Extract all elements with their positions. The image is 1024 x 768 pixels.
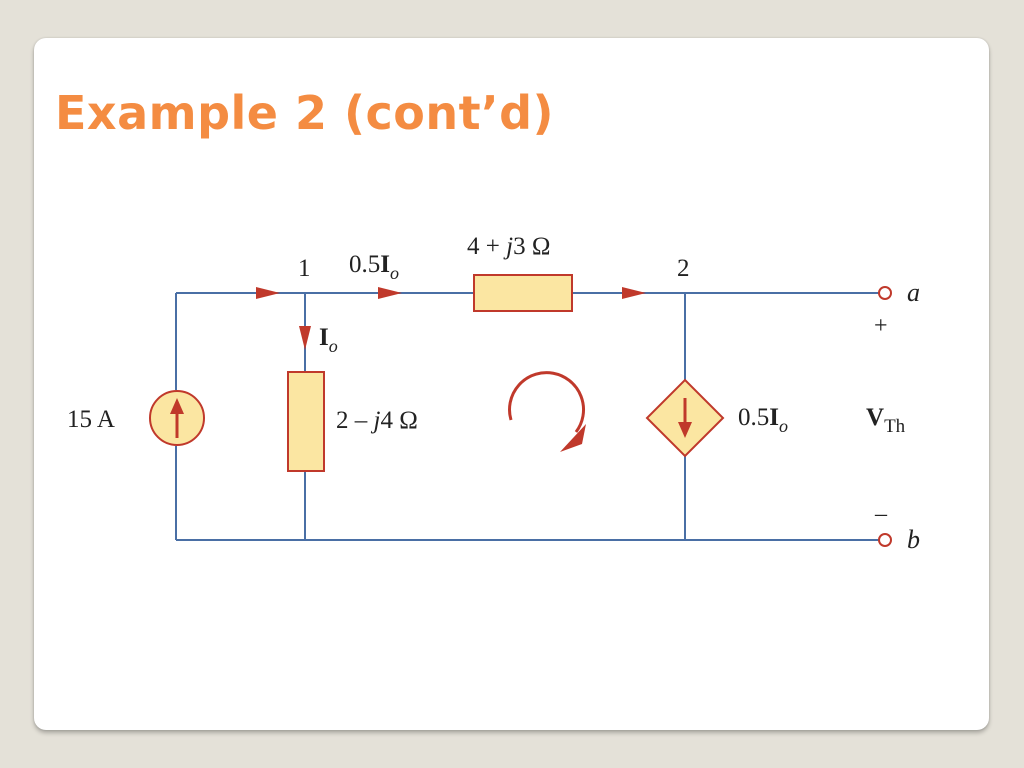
dependent-source-subscript: o <box>779 416 788 436</box>
mesh-loop-arc <box>508 371 586 433</box>
current-io-label: Io <box>319 324 338 356</box>
impedance-top <box>473 274 573 312</box>
dependent-source-arrow-head <box>678 422 692 438</box>
arrow-source-current <box>256 287 280 299</box>
mesh-loop-icon <box>508 371 586 452</box>
branch-current-symbol: I <box>380 251 390 278</box>
current-io-subscript: o <box>329 336 338 356</box>
impedance-top-imag: 3 Ω <box>513 233 550 260</box>
dependent-source-label: 0.5Io <box>738 404 788 436</box>
impedance-top-real: 4 + <box>467 233 506 260</box>
dependent-source <box>645 378 725 458</box>
wires <box>175 292 879 541</box>
slide-title: Example 2 (cont’d) <box>55 86 555 140</box>
source-label: 15 A <box>67 406 115 433</box>
arrow-branch-current <box>378 287 402 299</box>
dependent-source-coef: 0.5 <box>738 404 769 431</box>
terminal-a-label: a <box>907 278 920 307</box>
current-source-arrow-head <box>170 398 184 414</box>
impedance-top-label: 4 + j3 Ω <box>467 233 550 260</box>
impedance-top-j: j <box>503 233 513 260</box>
impedance-left-label: 2 – j4 Ω <box>336 407 418 434</box>
branch-current-label: 0.5Io <box>349 251 399 283</box>
current-source <box>149 390 205 446</box>
vth-label: VTh <box>866 404 906 437</box>
node-2-label: 2 <box>677 255 690 282</box>
node-1-label: 1 <box>298 255 311 282</box>
vth-subscript: Th <box>884 416 906 437</box>
vth-symbol: V <box>866 404 884 431</box>
branch-current-coef: 0.5 <box>349 251 380 278</box>
current-io-symbol: I <box>319 324 329 351</box>
impedance-left <box>287 371 325 472</box>
arrow-io-current <box>299 326 311 350</box>
slide-panel <box>34 38 989 730</box>
branch-current-subscript: o <box>390 263 399 283</box>
arrow-impedance-current <box>622 287 646 299</box>
minus-sign: – <box>874 501 888 527</box>
impedance-left-imag: 4 Ω <box>380 407 417 434</box>
terminal-b-node <box>878 533 892 547</box>
impedance-left-real: 2 – <box>336 407 374 434</box>
mesh-loop-arrow-head <box>560 424 586 452</box>
current-arrows <box>256 287 646 350</box>
terminal-a-node <box>878 286 892 300</box>
impedance-left-j: j <box>371 407 381 434</box>
dependent-source-symbol: I <box>769 404 779 431</box>
terminal-b-label: b <box>907 525 920 554</box>
plus-sign: + <box>874 313 888 339</box>
